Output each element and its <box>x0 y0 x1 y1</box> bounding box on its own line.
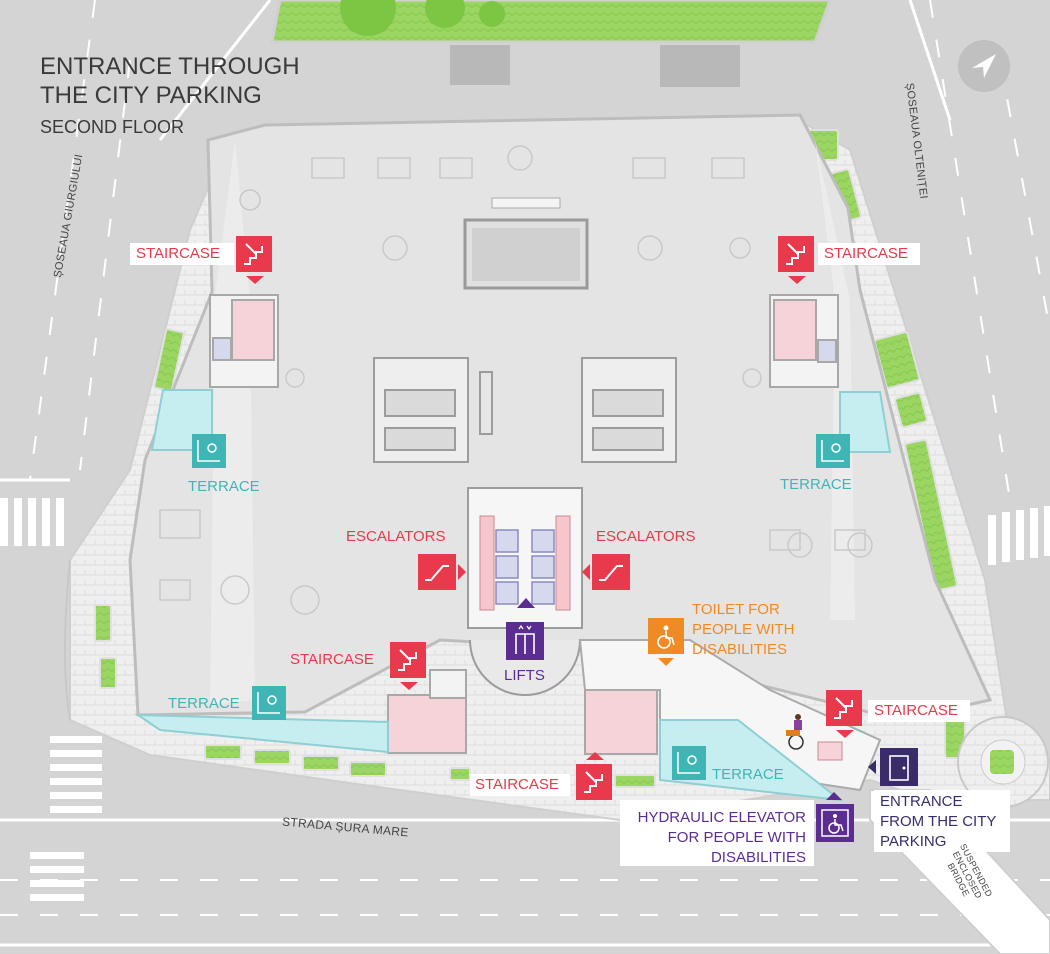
staircase-label-sw: STAIRCASE <box>290 651 374 668</box>
staircase-icon <box>236 236 272 284</box>
cafe-furniture <box>159 145 873 615</box>
crosswalk-east <box>988 506 1050 565</box>
toilet-block-west <box>373 357 493 463</box>
title-line: THE CITY PARKING <box>40 82 262 109</box>
escalator-icon <box>582 554 630 590</box>
page-title: ENTRANCE THROUGH THE CITY PARKING <box>40 52 300 110</box>
lifts-label: LIFTS <box>504 667 545 684</box>
escalator-icon <box>418 554 466 590</box>
wheelchair-user-icon <box>786 714 804 750</box>
elevator-label-line: HYDRAULIC ELEVATOR <box>637 809 806 826</box>
staircase-label-ne: STAIRCASE <box>824 245 908 262</box>
stair-room-nw <box>209 294 279 388</box>
elevator-label-line: DISABILITIES <box>710 849 806 866</box>
lift-cabins <box>495 529 555 605</box>
toilet-label-line: PEOPLE WITH <box>692 621 795 638</box>
compass-icon <box>958 40 1010 92</box>
terrace-label-ne: TERRACE <box>780 476 852 493</box>
entrance-label-line: PARKING <box>880 833 947 850</box>
staircase-label-s: STAIRCASE <box>475 776 559 793</box>
escalators-label-west: ESCALATORS <box>346 528 446 545</box>
staircase-label-se: STAIRCASE <box>874 702 958 719</box>
floor-subtitle: SECOND FLOOR <box>40 117 185 137</box>
stair-room-ne <box>769 294 839 388</box>
toilet-block-east <box>581 357 677 463</box>
lift-icon <box>506 598 544 660</box>
wheelchair-elevator-icon <box>816 792 854 842</box>
staircase-label-nw: STAIRCASE <box>136 245 220 262</box>
terrace-icon <box>192 434 226 468</box>
entrance-corridor <box>578 639 882 792</box>
terrace-icon <box>816 434 850 468</box>
toilet-label: TOILET FOR PEOPLE WITH DISABILITIES <box>692 600 795 660</box>
hydraulic-elevator-label: HYDRAULIC ELEVATOR FOR PEOPLE WITH DISAB… <box>624 808 806 868</box>
road-markings <box>0 0 1050 916</box>
stair-room-sw <box>387 669 467 754</box>
escalator-units <box>479 515 571 611</box>
crosswalk-south-2 <box>30 852 84 901</box>
title-line: ENTRANCE THROUGH <box>40 53 300 80</box>
terrace-icon <box>672 746 706 780</box>
entrance-door-icon <box>868 748 918 786</box>
lift-lobby <box>469 639 581 696</box>
crosswalk-west <box>0 498 64 546</box>
terrace-label-se: TERRACE <box>712 766 784 783</box>
escalators-label-east: ESCALATORS <box>596 528 696 545</box>
stair-room-se <box>584 687 658 755</box>
entrance-label: ENTRANCE FROM THE CITY PARKING <box>880 792 996 852</box>
terrace-label-nw: TERRACE <box>188 478 260 495</box>
toilet-label-line: TOILET FOR <box>692 601 780 618</box>
terrace-icon <box>252 686 286 720</box>
terrace-label-sw: TERRACE <box>168 695 240 712</box>
elevator-label-line: FOR PEOPLE WITH <box>667 829 806 846</box>
toilet-label-line: DISABILITIES <box>692 641 788 658</box>
entrance-label-line: ENTRANCE <box>880 793 963 810</box>
staircase-icon <box>576 752 612 800</box>
staircase-icon <box>826 690 862 738</box>
park-top <box>270 0 832 44</box>
crosswalk-south-1 <box>50 736 102 813</box>
staircase-icon <box>778 236 814 284</box>
entrance-label-line: FROM THE CITY <box>880 813 997 830</box>
staircase-icon <box>390 642 426 690</box>
accessible-toilet-icon <box>648 618 684 666</box>
